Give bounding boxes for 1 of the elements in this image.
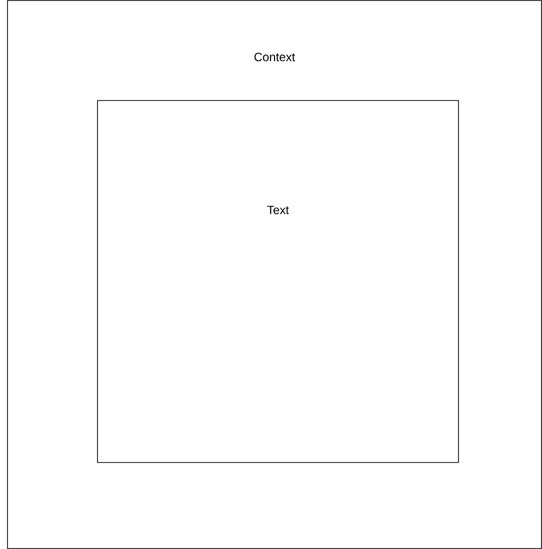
inner-box: Text <box>97 100 459 463</box>
